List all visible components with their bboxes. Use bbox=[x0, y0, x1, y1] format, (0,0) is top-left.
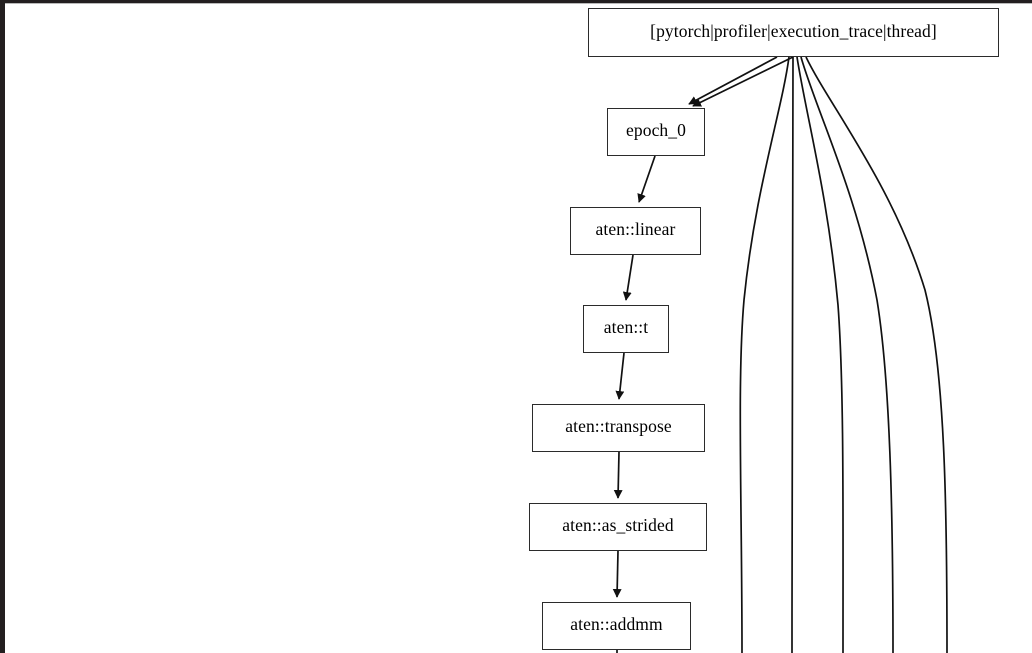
edge-epoch0-to-linear bbox=[637, 155, 656, 203]
node-label: epoch_0 bbox=[626, 120, 686, 141]
node-label: aten::addmm bbox=[570, 614, 663, 635]
edge-root-to-offscreen-2 bbox=[791, 56, 794, 653]
node-label: [pytorch|profiler|execution_trace|thread… bbox=[650, 20, 937, 41]
node-label: aten::linear bbox=[595, 219, 676, 240]
node-label: aten::t bbox=[603, 317, 649, 338]
edge-root-to-offscreen-5 bbox=[805, 56, 948, 653]
edge-root-to-offscreen-1 bbox=[739, 56, 790, 653]
edge-root-to-epoch0-a bbox=[688, 56, 778, 105]
node-label: aten::transpose bbox=[565, 416, 672, 437]
window-frame-top-edge bbox=[0, 0, 1032, 3]
edge-root-to-offscreen-3 bbox=[796, 56, 844, 653]
edge-transpose-to-asstrided bbox=[613, 451, 623, 499]
edge-t-to-transpose bbox=[615, 352, 625, 400]
edge-root-to-offscreen-4 bbox=[800, 56, 894, 653]
window-frame-left-edge bbox=[0, 0, 5, 653]
edge-linear-to-t bbox=[622, 254, 634, 301]
node-aten-t[interactable]: aten::t bbox=[583, 305, 669, 353]
edge-root-to-epoch0-b bbox=[692, 56, 794, 107]
node-aten-transpose[interactable]: aten::transpose bbox=[532, 404, 705, 452]
window-frame-top-highlight bbox=[5, 3, 1032, 4]
node-label: aten::as_strided bbox=[562, 515, 674, 536]
node-aten-linear[interactable]: aten::linear bbox=[570, 207, 701, 255]
edge-asstrided-to-addmm bbox=[612, 550, 622, 598]
node-aten-addmm[interactable]: aten::addmm bbox=[542, 602, 691, 650]
node-aten-as-strided[interactable]: aten::as_strided bbox=[529, 503, 707, 551]
node-epoch-0[interactable]: epoch_0 bbox=[607, 108, 705, 156]
node-pytorch-profiler-execution-trace-thread[interactable]: [pytorch|profiler|execution_trace|thread… bbox=[588, 8, 999, 57]
